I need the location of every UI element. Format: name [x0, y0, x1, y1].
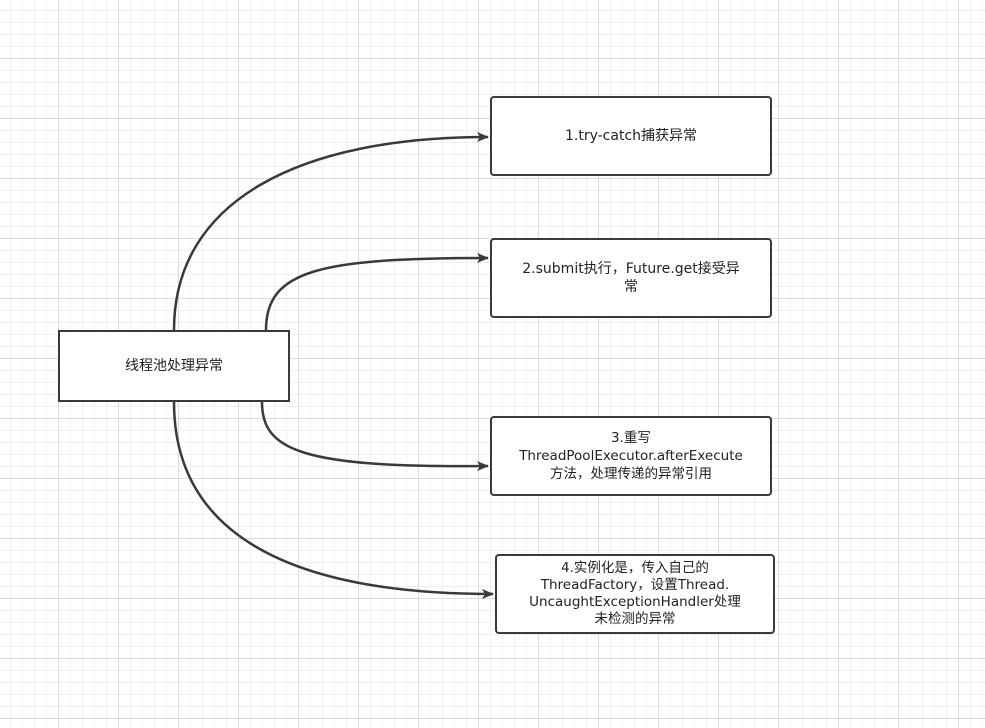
connector-1	[172, 132, 489, 331]
item-node-1-label: 1.try-catch捕获异常	[564, 128, 698, 144]
item-node-3[interactable]: 3.重写 ThreadPoolExecutor.afterExecute 方法，…	[490, 416, 772, 496]
connector-2	[264, 253, 489, 331]
item-node-4[interactable]: 4.实例化是，传入自己的 ThreadFactory，设置Thread. Unc…	[495, 554, 775, 634]
root-node-label: 线程池处理异常	[125, 358, 223, 374]
root-node[interactable]: 线程池处理异常	[58, 330, 290, 402]
item-node-3-label: 3.重写 ThreadPoolExecutor.afterExecute 方法，…	[519, 430, 743, 482]
item-node-2-label: 2.submit执行，Future.get接受异 常	[522, 261, 740, 295]
item-node-4-label: 4.实例化是，传入自己的 ThreadFactory，设置Thread. Unc…	[529, 560, 741, 627]
item-node-2[interactable]: 2.submit执行，Future.get接受异 常	[490, 238, 772, 318]
connector-3	[260, 401, 489, 472]
connector-4	[172, 401, 494, 599]
item-node-1[interactable]: 1.try-catch捕获异常	[490, 96, 772, 176]
